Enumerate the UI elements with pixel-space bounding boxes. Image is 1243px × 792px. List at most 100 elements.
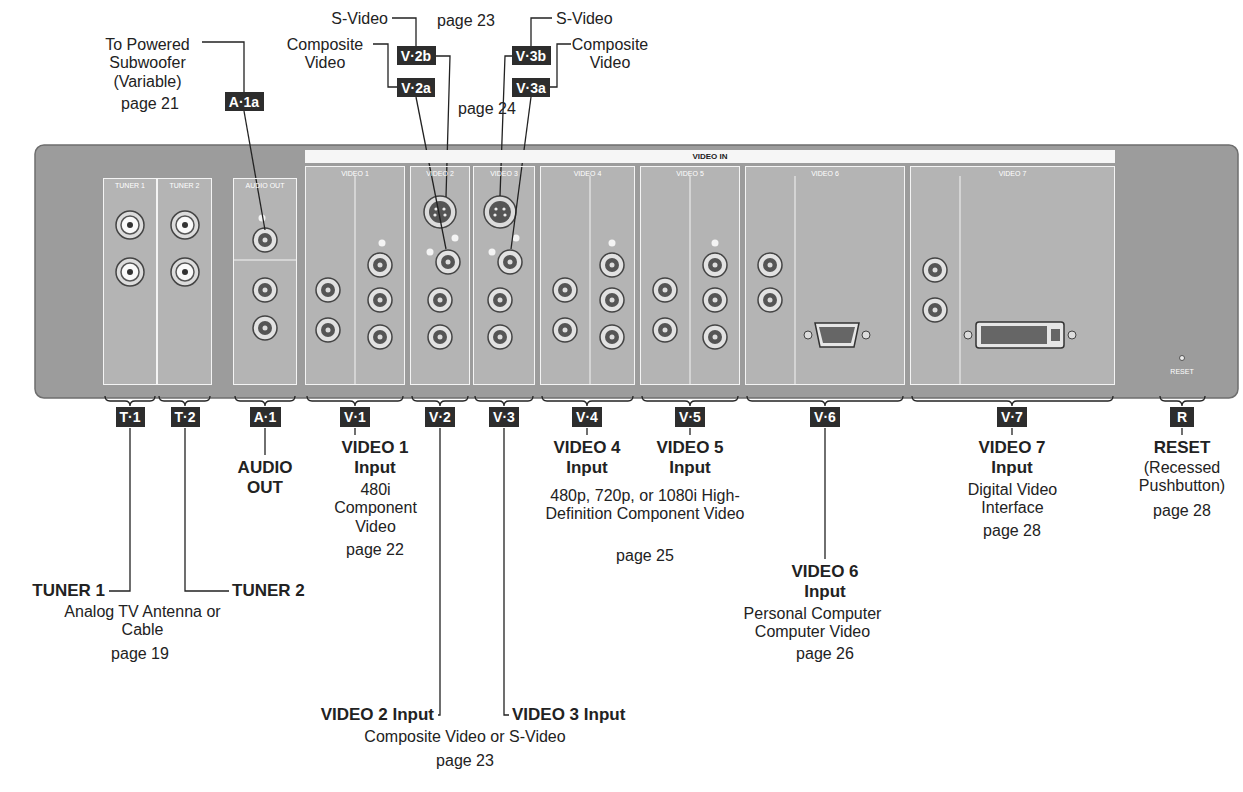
callout-tag: V·6 bbox=[810, 407, 840, 427]
description-label: To Powered Subwoofer (Variable) bbox=[85, 36, 210, 91]
r-jack bbox=[253, 228, 277, 252]
section-title: VIDEO 7 bbox=[999, 170, 1027, 177]
group-bracket bbox=[307, 396, 403, 406]
callout-tag: V·5 bbox=[675, 407, 705, 427]
r-jack bbox=[316, 318, 340, 342]
r-jack bbox=[488, 325, 512, 349]
s-jack bbox=[424, 196, 456, 228]
description-label: Analog TV Antenna or Cable bbox=[55, 603, 230, 640]
indicator-dot bbox=[489, 249, 496, 256]
group-bracket bbox=[412, 396, 468, 406]
callout-number: A·1 bbox=[254, 409, 277, 425]
description-label: Digital Video Interface bbox=[935, 481, 1090, 518]
input-heading: VIDEO 1 Input bbox=[330, 438, 420, 477]
group-bracket bbox=[747, 396, 903, 406]
input-heading: VIDEO 4 Input bbox=[542, 438, 632, 477]
r-jack bbox=[653, 318, 677, 342]
connector-section: VIDEO 2 bbox=[410, 166, 470, 385]
r-jack bbox=[703, 288, 727, 312]
page-reference: page 23 bbox=[437, 12, 507, 30]
group-bracket bbox=[912, 396, 1113, 406]
section-title: VIDEO 3 bbox=[490, 170, 518, 177]
r-jack bbox=[428, 288, 452, 312]
input-heading: VIDEO 5 Input bbox=[645, 438, 735, 477]
description-label: Composite Video or S-Video bbox=[335, 728, 595, 746]
callout-tag: A·1a bbox=[225, 92, 264, 111]
section-title: VIDEO 4 bbox=[574, 170, 602, 177]
callout-tag: R bbox=[1170, 407, 1194, 427]
description-label: RESET bbox=[1162, 368, 1202, 376]
indicator-dot bbox=[513, 235, 520, 242]
callout-tag: T·1 bbox=[116, 407, 145, 427]
description-label: S-Video bbox=[556, 10, 626, 28]
r-jack bbox=[600, 288, 624, 312]
f-jack bbox=[171, 258, 199, 286]
input-heading: TUNER 1 bbox=[20, 581, 105, 601]
callout-tag: A·1 bbox=[250, 407, 281, 427]
callout-number: V·2b bbox=[401, 48, 431, 64]
callout-number: V·4 bbox=[576, 409, 598, 425]
connector-section: TUNER 1 bbox=[103, 178, 157, 385]
r-jack bbox=[316, 278, 340, 302]
callout-tag: V·2a bbox=[397, 78, 435, 97]
indicator-dot bbox=[427, 249, 434, 256]
r-jack bbox=[553, 278, 577, 302]
callout-number: T·2 bbox=[175, 409, 196, 425]
callout-tag: V·4 bbox=[572, 407, 602, 427]
callout-tag: V·7 bbox=[997, 407, 1027, 427]
r-jack bbox=[758, 253, 782, 277]
callout-number: V·2 bbox=[429, 409, 451, 425]
callout-number: V·7 bbox=[1001, 409, 1023, 425]
page-reference: page 28 bbox=[967, 522, 1057, 540]
callout-tag: V·3a bbox=[512, 78, 550, 97]
description-label: Composite Video bbox=[560, 36, 660, 73]
group-bracket bbox=[542, 396, 633, 406]
group-bracket bbox=[105, 396, 155, 406]
section-title: VIDEO 5 bbox=[676, 170, 704, 177]
r-jack bbox=[758, 288, 782, 312]
r-jack bbox=[923, 258, 947, 282]
section-grounds bbox=[103, 166, 1115, 385]
r-jack bbox=[498, 250, 522, 274]
callout-number: V·5 bbox=[679, 409, 701, 425]
r-jack bbox=[368, 288, 392, 312]
r-jack bbox=[703, 325, 727, 349]
connector-section: VIDEO 7 bbox=[910, 166, 1115, 385]
section-title: VIDEO 2 bbox=[426, 170, 454, 177]
input-heading: VIDEO 6 Input bbox=[785, 562, 865, 601]
vga-connector bbox=[804, 323, 870, 347]
callout-number: R bbox=[1177, 409, 1187, 425]
callout-number: A·1a bbox=[229, 94, 259, 110]
s-jack bbox=[484, 196, 516, 228]
indicator-dot bbox=[712, 240, 719, 247]
r-jack bbox=[600, 253, 624, 277]
callout-number: V·3 bbox=[493, 409, 515, 425]
r-jack bbox=[253, 316, 277, 340]
description-label: 480p, 720p, or 1080i High-Definition Com… bbox=[535, 487, 755, 524]
section-title: VIDEO 1 bbox=[341, 170, 369, 177]
page-reference: page 22 bbox=[330, 541, 420, 559]
connector-section: VIDEO 3 bbox=[473, 166, 535, 385]
page-reference: page 21 bbox=[105, 95, 195, 113]
callout-number: V·2a bbox=[401, 80, 431, 96]
connector-section: TUNER 2 bbox=[157, 178, 212, 385]
r-jack bbox=[428, 325, 452, 349]
r-jack bbox=[436, 250, 460, 274]
callout-tag: T·2 bbox=[171, 407, 200, 427]
callout-tag: V·3b bbox=[512, 46, 551, 65]
callout-tag: V·2 bbox=[425, 407, 455, 427]
input-heading: TUNER 2 bbox=[232, 581, 322, 601]
section-title: TUNER 2 bbox=[170, 182, 200, 189]
f-jack bbox=[116, 258, 144, 286]
r-jack bbox=[600, 325, 624, 349]
page-reference: page 25 bbox=[600, 547, 690, 565]
indicator-dot bbox=[379, 240, 386, 247]
description-label: Composite Video bbox=[275, 36, 375, 73]
callout-tag: V·1 bbox=[340, 407, 370, 427]
f-jack bbox=[171, 211, 199, 239]
jacks bbox=[116, 196, 947, 349]
callout-tag: V·3 bbox=[489, 407, 519, 427]
input-heading: AUDIO OUT bbox=[225, 458, 305, 497]
